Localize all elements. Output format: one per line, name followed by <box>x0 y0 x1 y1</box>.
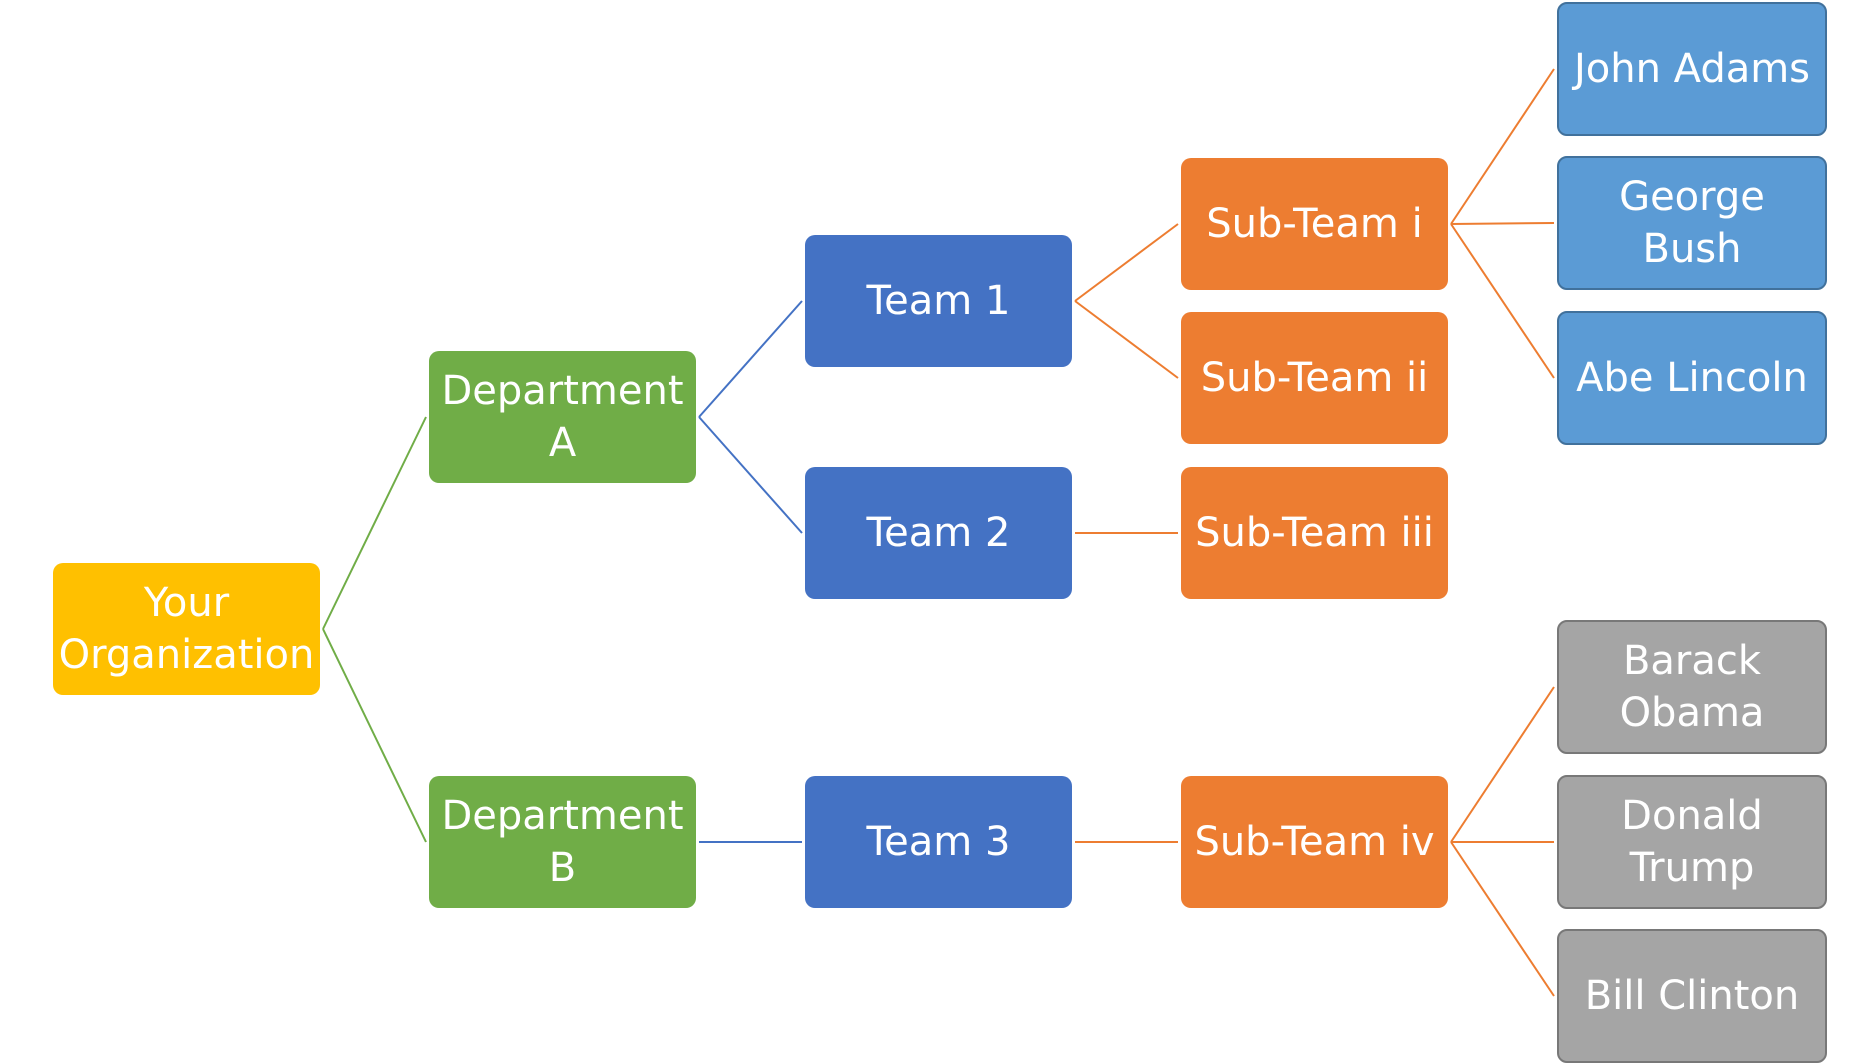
node-person-abe-lincoln: Abe Lincoln <box>1557 311 1827 445</box>
connector-subteam-i-to-person-1 <box>1450 68 1555 225</box>
connector-subteam-iv-to-person-4 <box>1450 686 1555 843</box>
connector-subteam-iv-to-person-6 <box>1450 841 1555 997</box>
connector-subteam-i-to-person-2 <box>1450 222 1555 225</box>
node-team-3: Team 3 <box>805 776 1072 908</box>
node-subteam-i: Sub-Team i <box>1181 158 1448 290</box>
node-person-george-bush: George Bush <box>1557 156 1827 290</box>
node-subteam-ii: Sub-Team ii <box>1181 312 1448 444</box>
connector-organization-to-department-a <box>322 416 427 630</box>
node-team-2: Team 2 <box>805 467 1072 599</box>
connector-organization-to-department-b <box>322 628 427 843</box>
node-team-1: Team 1 <box>805 235 1072 367</box>
connector-department-a-to-team-2 <box>698 416 803 534</box>
node-department-a: Department A <box>429 351 696 483</box>
connector-department-a-to-team-1 <box>698 300 803 418</box>
node-department-b: Department B <box>429 776 696 908</box>
node-subteam-iv: Sub-Team iv <box>1181 776 1448 908</box>
connector-team-1-to-subteam-ii <box>1074 300 1179 379</box>
node-your-organization: Your Organization <box>53 563 320 695</box>
node-subteam-iii: Sub-Team iii <box>1181 467 1448 599</box>
node-person-john-adams: John Adams <box>1557 2 1827 136</box>
node-person-donald-trump: Donald Trump <box>1557 775 1827 909</box>
node-person-bill-clinton: Bill Clinton <box>1557 929 1827 1063</box>
connector-subteam-i-to-person-3 <box>1450 223 1555 379</box>
node-person-barack-obama: Barack Obama <box>1557 620 1827 754</box>
connector-team-1-to-subteam-i <box>1074 223 1179 302</box>
